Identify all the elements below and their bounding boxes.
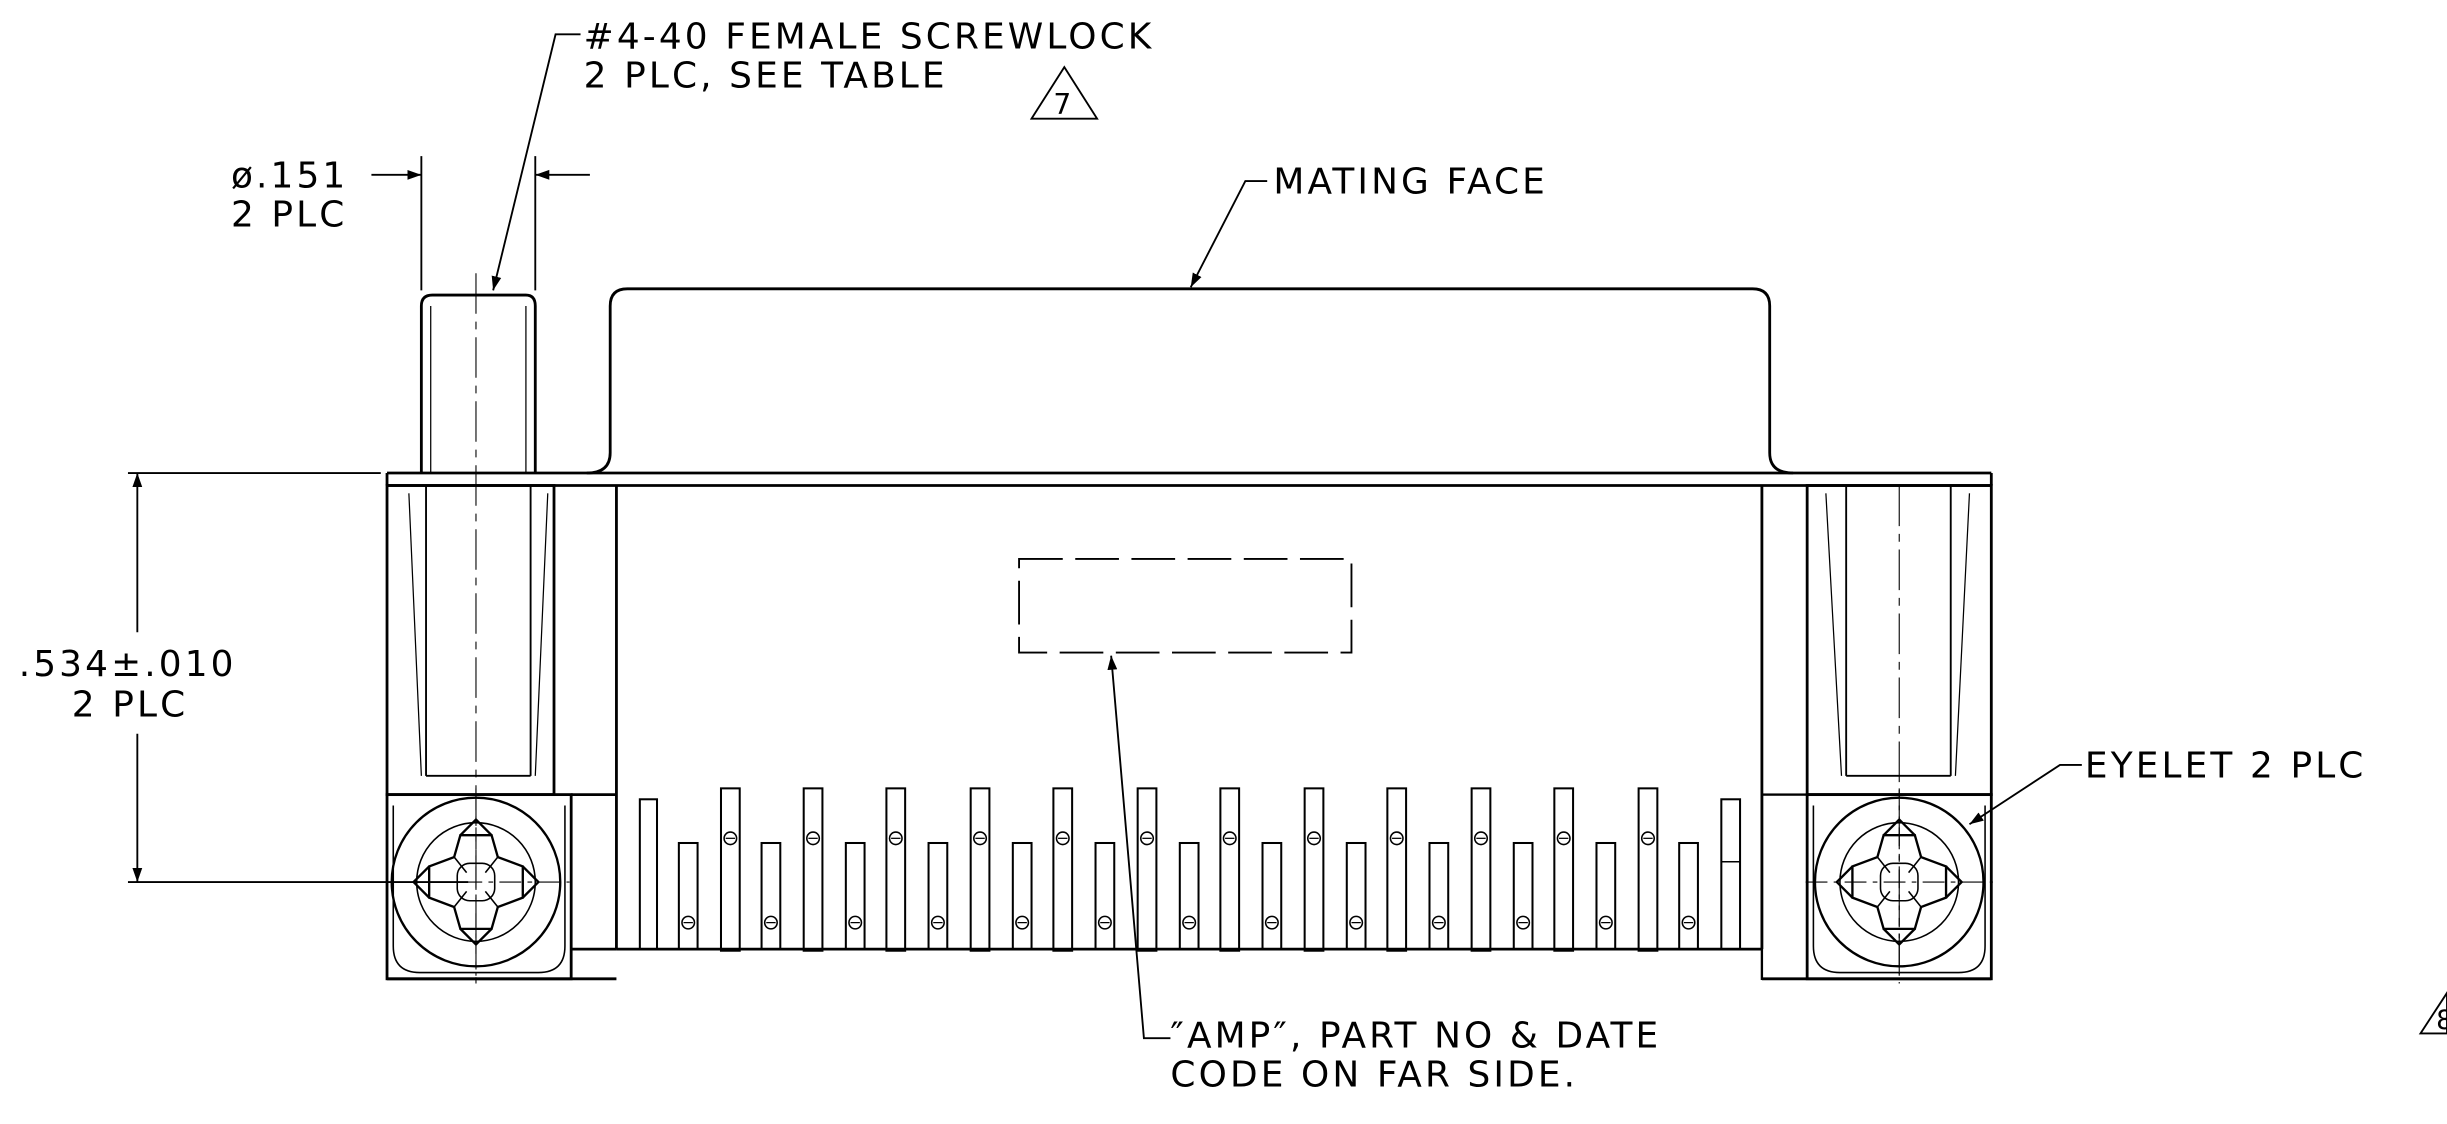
contact-pin <box>1136 787 1158 952</box>
contact-pin <box>969 787 991 952</box>
contact-pin <box>885 787 907 952</box>
contact-pin <box>1261 841 1283 951</box>
connector-housing <box>615 485 1764 951</box>
eyelet-label: EYELET 2 PLC <box>2085 745 2367 786</box>
marking-note-line2: CODE ON FAR SIDE. <box>1170 1055 1578 1096</box>
marking-area <box>1018 557 1353 654</box>
height-qty: 2 PLC <box>72 685 188 726</box>
contact-pin <box>1386 787 1408 952</box>
screwlock-note-line1: #4-40 FEMALE SCREWLOCK <box>584 16 1155 57</box>
contact-pin <box>1303 787 1325 952</box>
leader-lines <box>491 33 2082 1040</box>
edge-flag-number: 8 <box>2436 1005 2447 1036</box>
mating-face-shell <box>586 287 1794 475</box>
left-bottom-frame <box>387 793 1992 981</box>
contact-pin <box>1678 841 1699 951</box>
diameter-value: ø.151 <box>231 155 348 196</box>
delta-flag-7 <box>1029 65 1099 120</box>
mating-face-label: MATING FACE <box>1273 162 1548 203</box>
contact-pin <box>1011 841 1033 951</box>
contact-pin <box>719 787 741 952</box>
contact-pin <box>1637 787 1659 952</box>
left-screwlock <box>381 273 573 984</box>
contact-pin <box>1595 841 1617 951</box>
diameter-qty: 2 PLC <box>231 194 347 235</box>
contact-pin <box>677 841 699 951</box>
contact-pin <box>802 787 824 952</box>
contact-pin <box>760 841 782 951</box>
contact-pin <box>1052 787 1074 952</box>
height-dimension <box>127 472 469 883</box>
contact-pins <box>638 787 1742 952</box>
contact-pin <box>1553 787 1575 952</box>
contact-pin <box>1178 841 1200 951</box>
marking-note-line1: ″AMP″, PART NO & DATE <box>1170 1016 1661 1057</box>
height-value: .534±.010 <box>19 644 237 685</box>
contact-pin <box>844 841 866 951</box>
contact-pin <box>1219 787 1241 952</box>
contact-pin <box>1470 787 1492 952</box>
contact-pin <box>1345 841 1367 951</box>
flange-plate <box>385 471 1993 487</box>
screwlock-flag-number: 7 <box>1053 88 1071 121</box>
delta-flag-8 <box>2418 991 2447 1035</box>
contact-pin <box>1428 841 1450 951</box>
screwlock-note-line2: 2 PLC, SEE TABLE <box>584 55 948 96</box>
diameter-dimension <box>371 156 590 291</box>
right-screwlock <box>1760 484 1995 984</box>
contact-pin <box>927 841 949 951</box>
contact-pin <box>1094 841 1116 951</box>
contact-pin <box>1512 841 1534 951</box>
